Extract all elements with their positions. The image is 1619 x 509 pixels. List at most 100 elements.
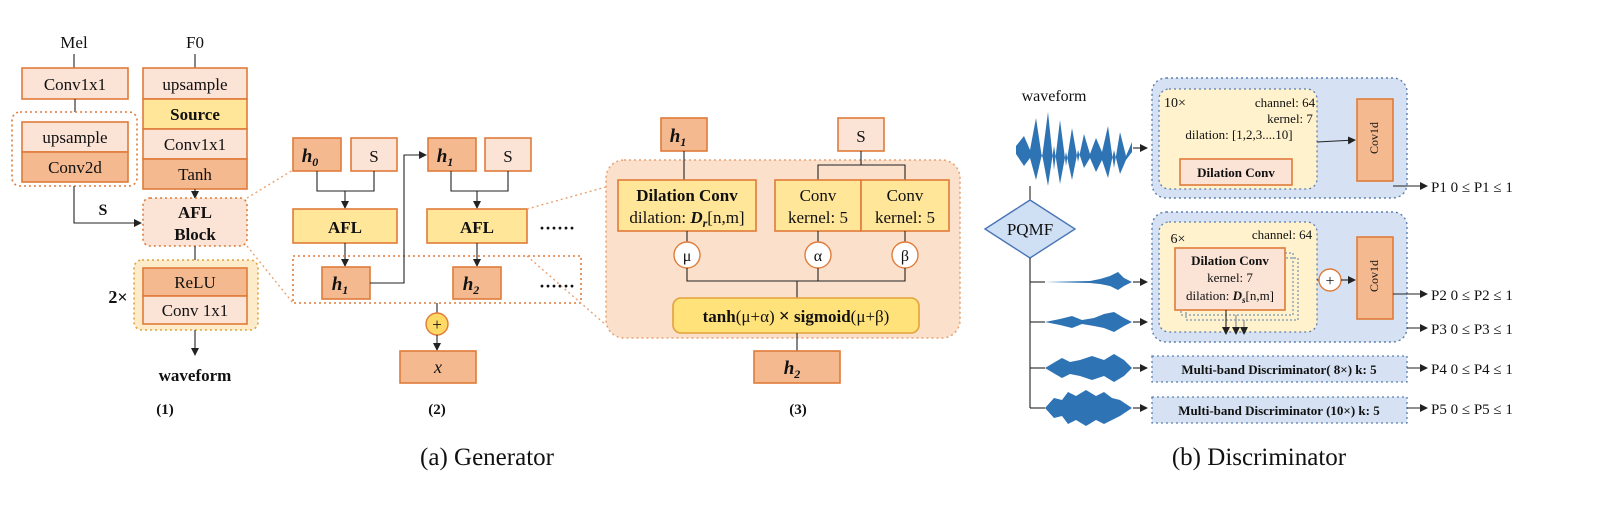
conv2-title: Conv [887,186,924,205]
block2-kernel: kernel: 7 [1207,270,1253,285]
svg-text:dilation: Ds[n,m]: dilation: Ds[n,m] [1186,288,1274,305]
afl2: AFL [460,218,494,237]
dots-2: ······ [539,276,575,296]
f0-label: F0 [186,33,204,52]
output-p4: P4 0 ≤ P4 ≤ 1 [1431,362,1513,378]
output-p3: P3 0 ≤ P3 ≤ 1 [1431,322,1513,338]
output-p5: P5 0 ≤ P5 ≤ 1 [1431,402,1513,418]
f0-upsample: upsample [162,75,227,94]
h-output-group [292,255,582,304]
dilation-conv-title: Dilation Conv [636,186,738,205]
mbd2-box [1151,396,1408,424]
afl1: AFL [328,218,362,237]
dots-1: ······ [539,218,575,238]
mbd1-box [1151,355,1408,383]
conv2-box [860,179,950,232]
svg-text:dilation: Dr[n,m]: dilation: Dr[n,m] [629,208,744,230]
block1-dilation-conv: Dilation Conv [1197,165,1275,180]
p3-h2-sub: 2 [793,367,800,381]
relu: ReLU [174,273,216,292]
block2-d-s-suffix: [n,m] [1245,288,1274,303]
block1-channel: channel: 64 [1255,95,1316,110]
f0-conv1x1: Conv1x1 [164,135,226,154]
p3-h2-box [753,350,841,384]
p3-h1-label: h [670,126,681,147]
repeat-label: 2× [108,287,127,307]
pqmf-label: PQMF [1007,220,1053,239]
conv2d-box [21,151,129,183]
conv1-title: Conv [800,186,837,205]
s1: S [369,147,378,166]
block1-kernel: kernel: 7 [1267,111,1313,126]
mel-upsample-box [21,121,129,153]
conv-1x1: Conv 1x1 [162,301,229,320]
block1-dilation: dilation: [1,2,3....10] [1185,127,1292,142]
formula-tanh-arg: (μ+α) [736,307,775,326]
afl-block-line1: AFL [178,203,212,222]
block1-conv1d-box [1356,98,1394,182]
band2-waveform-icon [1045,312,1132,332]
f0-upsample-box [142,67,248,100]
mel-conv1x1-box [21,67,129,100]
h1-top-sub: 1 [447,155,453,169]
beta: β [901,248,909,265]
h0-label: h [302,146,313,167]
dilation-prefix: dilation: [629,208,686,227]
block2-dilation-conv-box [1174,247,1286,311]
conv1-kernel: kernel: 5 [788,208,848,227]
d-r-suffix: [n,m] [707,208,744,227]
formula-sigmoid: sigmoid [794,307,851,326]
caption-3: (3) [789,402,807,418]
block2-conv1d: Cov1d [1367,260,1381,292]
generator-part1: Mel F0 Conv1x1 upsample Conv2d upsample … [11,33,294,418]
p3-h1-box [660,117,708,152]
svg-text:h2: h2 [784,358,801,381]
output-p2: P2 0 ≤ P2 ≤ 1 [1431,288,1513,304]
conv-1x1-box [142,295,248,325]
svg-text:h1: h1 [437,146,454,169]
dilation-conv-box [617,179,757,232]
conv2-kernel: kernel: 5 [875,208,935,227]
block2-repeat: 6× [1171,232,1186,247]
discriminator-caption: (b) Discriminator [1172,444,1347,471]
gated-activation-box [672,297,920,334]
caption-2: (2) [428,402,446,418]
sum-plus: + [432,315,442,334]
disc-waveform-label: waveform [1022,88,1087,105]
p3-s: S [856,127,865,146]
h2-sub: 2 [472,283,479,297]
h1-top-box [427,137,477,172]
p3-h1-sub: 1 [680,135,686,149]
h0-sub: 0 [312,155,318,169]
alpha: α [814,248,823,265]
block1-repeat: 10× [1164,96,1186,111]
h2-box [452,266,502,300]
band1-waveform-icon [1045,272,1132,290]
afl-block-line2: Block [174,225,216,244]
block2-dilation-conv: Dilation Conv [1191,253,1269,268]
d-r: D [689,208,702,227]
x-box [399,350,477,384]
tanh-box [142,158,248,190]
source: Source [170,105,220,124]
input-waveform-icon [1016,112,1132,186]
svg-text:h0: h0 [302,146,319,169]
block1-dilation-conv-box [1179,158,1293,186]
tanh: Tanh [178,165,212,184]
mbd2: Multi-band Discriminator (10×) k: 5 [1178,403,1380,418]
band3-waveform-icon [1045,354,1132,382]
p3-h2-label: h [784,358,795,379]
h1-top-label: h [437,146,448,167]
generator-part3: h1 S Dilation Conv dilation: Dr[n,m] Con… [605,117,961,418]
svg-text:h1: h1 [670,126,687,149]
mu: μ [683,248,692,265]
band4-waveform-icon [1045,390,1132,426]
h1-sub: 1 [342,283,348,297]
block2-d-s: D [1232,288,1243,303]
mel-upsample: upsample [42,128,107,147]
d-r-sub: r [703,216,708,230]
source-box [142,98,248,130]
s2: S [503,147,512,166]
waveform-output: waveform [159,366,232,385]
